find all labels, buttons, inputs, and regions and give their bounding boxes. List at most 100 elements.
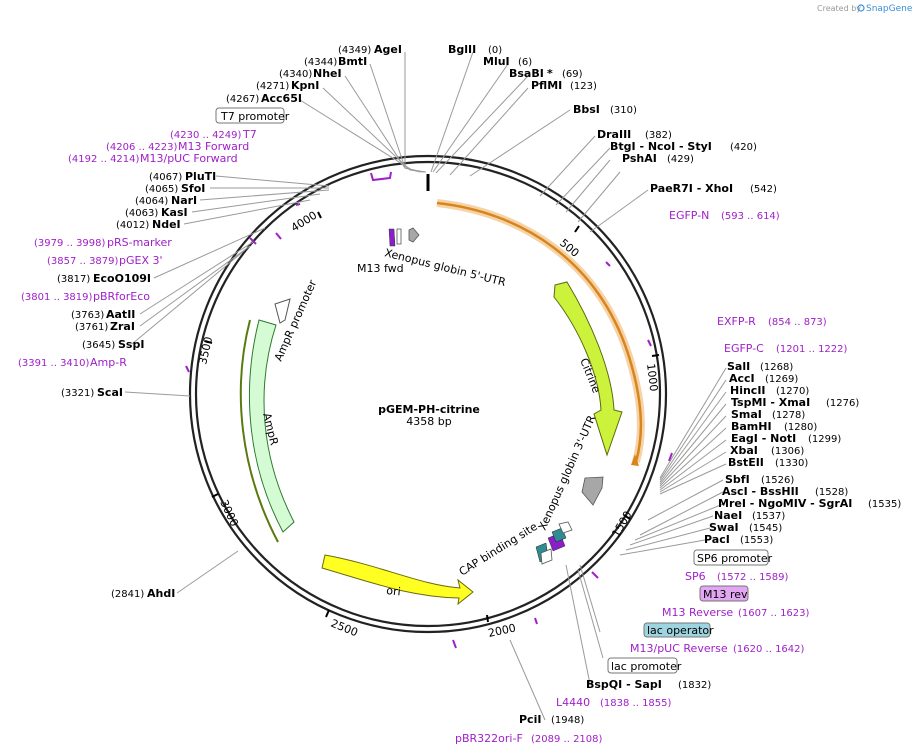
site-mrei-pos: (1535): [868, 499, 901, 510]
pgex3-mark: [275, 232, 282, 240]
site-swai-pos: (1545): [749, 523, 782, 534]
backbone-inner: [194, 160, 662, 628]
site-ecoo109i-name: EcoO109I: [93, 272, 151, 285]
xenopus-5utr-arc: [436, 201, 643, 463]
site-paer7i-name: PaeR7I - XhoI: [650, 182, 733, 195]
site-mlui-name: MluI: [483, 55, 510, 68]
credit-brand: SnapGene: [866, 4, 913, 14]
primer-m13rev-range: (1607 .. 1623): [738, 608, 810, 619]
site-eagi-pos: (1299): [808, 434, 841, 445]
site-eagi-name: EagI - NotI: [731, 432, 796, 445]
site-sfoi-pos: (4065): [145, 184, 178, 195]
site-agei-pos: (4349): [338, 45, 371, 56]
sp6-promoter-box: [693, 549, 769, 566]
site-paci-name: PacI: [704, 533, 730, 546]
primer-t7-name: T7: [242, 128, 257, 141]
ampr-promoter-line: [239, 319, 279, 543]
primer-prs-range: (3979 .. 3998): [34, 238, 106, 249]
t7-promoter-marker-icon: [396, 228, 402, 245]
primer-sp6-range: (1572 .. 1589): [717, 572, 789, 583]
lac-promoter-marker-icon: [540, 548, 553, 565]
xenopus-5utr-arrowhead: [631, 454, 639, 466]
site-tspmi-pos: (1276): [826, 398, 859, 409]
site-paci-pos: (1553): [740, 535, 773, 546]
primer-m13f-name: M13 Forward: [178, 140, 249, 153]
primer-sp6-name: SP6: [685, 570, 706, 583]
xenopus-3utr-label: Xenopus globin 3'-UTR: [536, 413, 599, 532]
site-scai-name: ScaI: [97, 386, 123, 399]
left-leader-lines: [124, 175, 604, 721]
site-sfoi-name: SfoI: [181, 182, 205, 195]
site-pflmi-name: PflMI: [531, 79, 562, 92]
right-leader-lines: [619, 367, 727, 556]
primer-prs-name: pRS-marker: [107, 236, 172, 249]
site-hincii-name: HincII: [730, 384, 766, 397]
site-bglii-name: BglII: [448, 43, 476, 56]
site-mlui-pos: (6): [518, 57, 532, 68]
site-draiii-pos: (382): [645, 130, 672, 141]
pbr322ori-mark: [452, 639, 457, 649]
site-bsteii-pos: (1330): [775, 458, 808, 469]
site-bmti-pos: (4344): [304, 57, 337, 68]
site-bsabi-pos: (69): [562, 69, 583, 80]
site-zrai-pos: (3761): [75, 322, 108, 333]
svg-text:4000: 4000: [289, 209, 320, 235]
tick-4000: 4000: [289, 209, 322, 235]
ori-arrow: [321, 554, 474, 606]
site-sali-pos: (1268): [760, 362, 793, 373]
sp6-promoter-label: SP6 promoter: [697, 552, 773, 565]
site-ndei-name: NdeI: [152, 218, 181, 231]
site-acci-pos: (1269): [765, 374, 798, 385]
site-pluti-name: PluTI: [185, 170, 216, 183]
site-asci-name: AscI - BssHII: [722, 485, 799, 498]
primer-egfpn-range: (593 .. 614): [721, 211, 780, 222]
credit-text: Created by: [817, 4, 861, 13]
tick-1500: 1500: [609, 509, 634, 540]
site-smai-name: SmaI: [731, 408, 762, 421]
site-naei-name: NaeI: [714, 509, 742, 522]
ampr-arrow: [248, 319, 295, 533]
site-bsteii-name: BstEII: [728, 456, 764, 469]
site-xbai-name: XbaI: [730, 444, 758, 457]
site-acc65i-name: Acc65I: [261, 92, 302, 105]
site-nhei-pos: (4340): [279, 69, 312, 80]
site-tspmi-name: TspMI - XmaI: [731, 396, 810, 409]
site-bbsi-pos: (310): [610, 105, 637, 116]
site-kpni-name: KpnI: [291, 79, 319, 92]
site-sspi-pos: (3645): [82, 340, 115, 351]
primer-pbrforeco-name: pBRforEco: [93, 290, 150, 303]
ampr-promoter-arrow-icon: [274, 298, 291, 324]
site-sbfi-pos: (1526): [761, 475, 794, 486]
t7-promoter-label: T7 promoter: [220, 110, 290, 123]
site-ecoo109i-pos: (3817): [57, 274, 90, 285]
site-draiii-name: DraIII: [597, 128, 631, 141]
sp6-primer-mark: [591, 571, 599, 579]
primer-m13puc-range: (4192 .. 4214): [68, 154, 140, 165]
site-btgi-pos: (420): [730, 142, 757, 153]
site-hincii-pos: (1270): [776, 386, 809, 397]
l4440-mark: [534, 617, 538, 625]
plasmid-name: pGEM-PH-citrine: [378, 403, 480, 416]
primer-m13rev-name: M13 Reverse: [662, 606, 733, 619]
site-mrei-name: MreI - NgoMIV - SgrAI: [718, 497, 852, 510]
t7-promoter-box: [215, 107, 285, 124]
site-sspi-name: SspI: [118, 338, 144, 351]
sp6-marker-icon: [558, 521, 573, 534]
egfp-n-mark: [605, 261, 611, 267]
primer-egfpc-range: (1201 .. 1222): [776, 344, 848, 355]
site-aatii-name: AatII: [106, 308, 135, 321]
lac-operator-box: [643, 622, 711, 638]
site-agei-name: AgeI: [374, 43, 402, 56]
primer-ampr-name: Amp-R: [90, 356, 127, 369]
site-sbfi-name: SbfI: [725, 473, 750, 486]
site-aatii-pos: (3763): [71, 310, 104, 321]
xenopus-5utr-marker-icon: [408, 227, 420, 243]
plasmid-size: 4358 bp: [406, 415, 451, 428]
lac-promoter-label: lac promoter: [611, 660, 682, 673]
site-pflmi-pos: (123): [570, 81, 597, 92]
site-ahdi-name: AhdI: [147, 587, 175, 600]
svg-text:1000: 1000: [644, 363, 660, 392]
primer-pbr322ori-name: pBR322ori-F: [455, 732, 523, 745]
